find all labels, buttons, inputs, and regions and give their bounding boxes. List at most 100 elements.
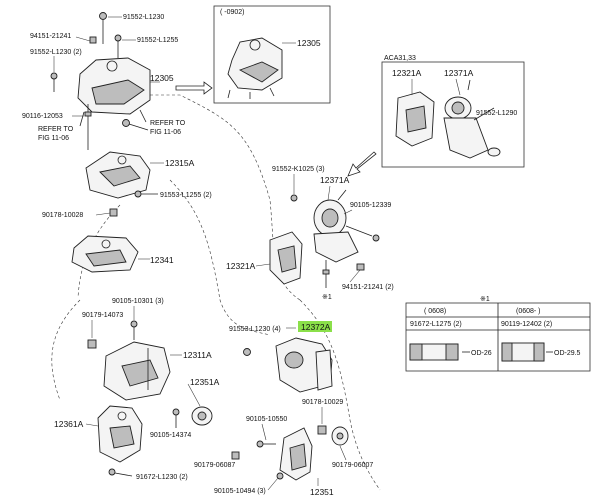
mount-12305-inset-drawing xyxy=(227,37,283,99)
nut-90179-14073 xyxy=(87,339,97,349)
label-90105-14374: 90105-14374 xyxy=(150,432,191,439)
label-90105-10301-3: 90105-10301 (3) xyxy=(112,298,164,305)
label-91552-L1230-2: 91552-L1230 (2) xyxy=(30,49,82,56)
bolt-91552-L1230-2 xyxy=(50,72,58,92)
inset-right-title: ACA31,33 xyxy=(384,55,416,62)
label-12361A: 12361A xyxy=(54,419,84,429)
label-90179-14073: 90179-14073 xyxy=(82,312,123,319)
label-90179-06007: 90179-06007 xyxy=(332,462,373,469)
leader-12361A xyxy=(85,423,99,427)
stud-90116-12053 xyxy=(84,104,92,150)
insulator-12341-drawing xyxy=(71,235,139,273)
label-12311A: 12311A xyxy=(183,350,212,360)
leader-12371A xyxy=(327,185,331,201)
collar-12351A-drawing xyxy=(191,406,213,426)
label-refer-left-line2: FIG 11-06 xyxy=(38,135,69,142)
bolt-91553-L1230 xyxy=(243,348,251,356)
label-91553-L1255-2: 91553-L1255 (2) xyxy=(160,192,212,199)
mount-12372A-drawing xyxy=(275,337,333,393)
note-table-col2-dim: OD-29.5 xyxy=(554,350,581,357)
label-12305: 12305 xyxy=(150,73,174,83)
bolt-90105-14374 xyxy=(172,408,180,428)
note-table-col1-header: ( 0608) xyxy=(424,308,446,315)
bolt-91672-L1230 xyxy=(108,468,133,477)
note-mark-1-main: ※1 xyxy=(322,294,332,301)
leader-12321A xyxy=(255,263,271,267)
bracket-12351-drawing xyxy=(279,426,349,481)
label-12341: 12341 xyxy=(150,255,174,265)
insulator-12361A-drawing xyxy=(97,405,143,463)
label-90178-10029: 90178-10029 xyxy=(302,399,343,406)
highlight-12372A xyxy=(298,321,332,332)
arrow-from-inset-right xyxy=(347,151,377,177)
inset-right-part-91552-L1290: 91552-L1290 xyxy=(476,110,517,117)
arrow-to-inset-top xyxy=(175,81,213,95)
leader-90179-06007 xyxy=(339,445,347,461)
leader-90105-12339 xyxy=(343,209,353,215)
label-94151-21241-2: 94151-21241 (2) xyxy=(342,284,394,291)
nut-90178-10028 xyxy=(109,208,118,217)
label-94151-21241-top: 94151-21241 xyxy=(30,33,71,40)
inset-top-title: ( -0902) xyxy=(220,9,245,16)
label-refer-right-line2: FIG 11-06 xyxy=(150,129,181,136)
bolt-90105-10301 xyxy=(130,320,138,340)
label-90116-12053: 90116-12053 xyxy=(22,113,63,120)
label-91553-L1230-4: 91553-L1230 (4) xyxy=(229,326,281,333)
assembly-boundary-right xyxy=(169,179,381,491)
leader-90105-10550 xyxy=(261,423,267,441)
label-12315A: 12315A xyxy=(165,158,195,168)
label-12321A: 12321A xyxy=(226,261,256,271)
note-table-col1-part: 91672-L1275 (2) xyxy=(410,321,462,328)
bolt-91553-L1255 xyxy=(134,190,158,198)
label-90178-10028: 90178-10028 xyxy=(42,212,83,219)
nut-94151-21241-top xyxy=(89,36,97,44)
bolt-90105-10494 xyxy=(276,472,284,480)
mount-12371A-drawing xyxy=(313,189,373,263)
label-91552-L1230-top: 91552-L1230 xyxy=(123,14,164,21)
nut-90178-10029 xyxy=(317,425,327,435)
label-90105-12339: 90105-12339 xyxy=(350,202,391,209)
label-12372A: 12372A xyxy=(301,322,331,332)
bolt-refer-right xyxy=(122,119,149,131)
collar-col2-drawing xyxy=(501,342,553,362)
label-90105-10550: 90105-10550 xyxy=(246,416,287,423)
bolt-91552-L1255 xyxy=(114,34,122,58)
leader-12351A xyxy=(187,383,201,407)
collar-col1-drawing xyxy=(409,343,470,361)
stud-12321A xyxy=(322,260,330,288)
label-12351: 12351 xyxy=(310,487,334,497)
bracket-12311A-drawing xyxy=(103,341,171,401)
note-table-mark: ※1 xyxy=(480,296,490,303)
label-refer-right: REFER TO xyxy=(150,120,186,127)
bolt-90105-10550 xyxy=(256,440,276,448)
inset-right-part-12371A: 12371A xyxy=(444,68,474,78)
bracket-12321A-drawing xyxy=(269,231,303,285)
label-12371A: 12371A xyxy=(320,175,350,185)
nut-90179-06087 xyxy=(231,451,240,460)
label-90105-10494-3: 90105-10494 (3) xyxy=(214,488,266,495)
nut-94151-21241-2 xyxy=(356,263,365,271)
bolt-91552-L1230-top xyxy=(99,12,107,44)
note-table-col1-dim: OD-26 xyxy=(471,350,492,357)
leader-94151-21241-top xyxy=(75,36,91,42)
label-91672-L1230-2: 91672-L1230 (2) xyxy=(136,474,188,481)
leader-inset-12371A xyxy=(455,78,461,96)
inset-right-part-12321A: 12321A xyxy=(392,68,422,78)
note-table-col2-part: 90119-12402 (2) xyxy=(501,321,552,328)
inset-top-part-label: 12305 xyxy=(297,38,321,48)
bracket-12315A-drawing xyxy=(85,151,151,199)
bolt-90105-12339 xyxy=(372,234,380,242)
leader-90178-10028 xyxy=(95,212,111,216)
note-table-col2-header: (0608- ) xyxy=(516,308,541,315)
label-12351A: 12351A xyxy=(190,377,220,387)
mount-12305-drawing xyxy=(77,57,151,127)
label-refer-left: REFER TO xyxy=(38,126,74,133)
label-90179-06087-a: 90179-06087 xyxy=(194,462,235,469)
label-91552-L1255: 91552-L1255 xyxy=(137,37,178,44)
leader-90105-10494-3 xyxy=(267,477,279,491)
leader-94151-21241-2 xyxy=(349,269,361,283)
label-91552-K1025-3: 91552-K1025 (3) xyxy=(272,166,325,173)
bolt-91552-K1025 xyxy=(290,194,298,202)
inset-right-drawing xyxy=(395,79,501,159)
